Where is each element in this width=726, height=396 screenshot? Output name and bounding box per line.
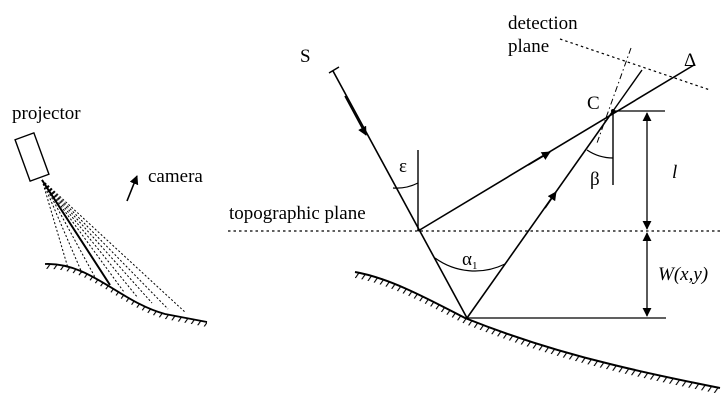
projector-solid-ray — [41, 179, 111, 286]
reflected-ray-surface-arrow — [544, 191, 557, 209]
beta-arc — [586, 149, 614, 159]
alpha-arc — [434, 257, 506, 272]
projector-box — [14, 132, 50, 182]
topographic-plane-label: topographic plane — [229, 203, 366, 224]
left-inset: projector camera — [12, 103, 208, 327]
epsilon-label: ε — [399, 156, 407, 177]
detection-plane-label-line1: detection — [508, 13, 578, 34]
beta-label: β — [590, 169, 600, 190]
main-diagram: S detection plane Δ C ε β l topographic … — [228, 13, 722, 394]
left-surface-hatch — [45, 263, 207, 327]
reflected-ray-plane — [417, 64, 695, 232]
alpha-label: α1 — [462, 249, 477, 272]
detection-plane-label-line2: plane — [508, 36, 549, 57]
ray-extension — [612, 69, 643, 112]
alpha-symbol: α — [462, 249, 472, 270]
detector-axis-line — [596, 47, 632, 144]
projector-label: projector — [12, 103, 81, 124]
alpha-subscript: 1 — [472, 260, 478, 272]
camera-arrow — [126, 175, 139, 202]
epsilon-arc — [392, 182, 419, 189]
projector-fan-rays — [41, 179, 187, 314]
ground-surface-line — [354, 271, 721, 389]
detection-plane-line — [559, 38, 711, 91]
camera-label: camera — [148, 166, 203, 187]
reflected-ray-plane-arrow — [527, 151, 551, 166]
w-xy-label: W(x,y) — [658, 264, 708, 285]
point-c-marker — [611, 109, 615, 113]
source-tick — [328, 66, 340, 74]
incident-ray-arrow — [344, 95, 367, 136]
incident-ray — [332, 70, 468, 319]
delta-label: Δ — [684, 50, 696, 71]
ground-surface-hatch — [355, 272, 720, 394]
l-label: l — [672, 162, 677, 183]
point-c-label: C — [587, 93, 600, 114]
reflected-ray-surface — [466, 110, 614, 319]
source-label: S — [300, 46, 311, 67]
left-surface-line — [44, 263, 208, 323]
